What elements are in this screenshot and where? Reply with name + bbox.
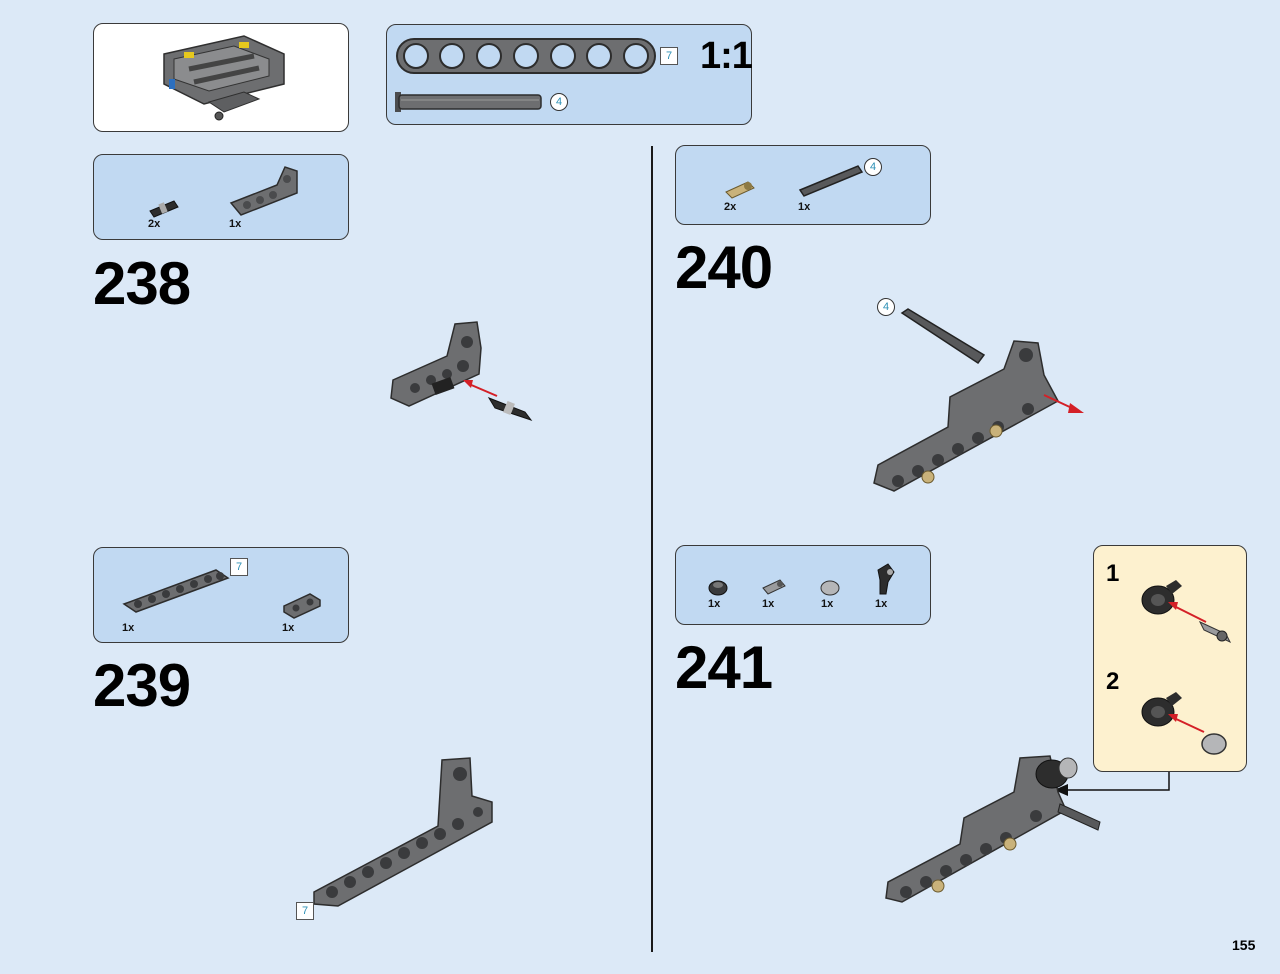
overview-model-illustration (163, 35, 285, 121)
tan-pin-part-icon (725, 181, 755, 199)
axle-pin-part-icon (762, 579, 786, 595)
step-238-number: 238 (93, 250, 191, 317)
step-239-beam-length-label: 7 (230, 558, 248, 576)
step-239-number: 239 (93, 652, 191, 719)
step-238-part-1-qty: 2x (148, 218, 161, 230)
round-connector-part-icon (708, 580, 728, 596)
pin-part-icon (149, 200, 179, 218)
substep-callout-pointer (1054, 772, 1170, 796)
step-238-assembly-illustration (390, 321, 533, 421)
bush-part-icon (820, 580, 840, 596)
step-238-part-2-qty: 1x (229, 218, 242, 230)
step-241-parts-box: 1x 1x 1x 1x (675, 545, 931, 625)
beam-scale-illustration (396, 38, 656, 74)
axle-length-label: 4 (550, 93, 568, 111)
step-239-part-1-qty: 1x (122, 622, 135, 634)
substep-1-number: 1 (1106, 560, 1120, 587)
step-239-part-2-qty: 1x (282, 622, 295, 634)
page-number: 155 (1232, 937, 1256, 953)
step-241-number: 241 (675, 634, 773, 701)
overview-thumbnail (93, 23, 349, 132)
step-241-part-3-qty: 1x (821, 598, 834, 610)
step-240-axle-length-label: 4 (864, 158, 882, 176)
axle-scale-illustration (395, 92, 542, 112)
angled-beam-part-icon (229, 166, 298, 216)
step-240-callout-length-label: 4 (877, 298, 895, 316)
page-divider (651, 146, 653, 952)
scale-label: 1:1 (700, 35, 753, 77)
step-240-assembly-illustration (873, 308, 1084, 492)
step-239-assembly-illustration (313, 757, 493, 907)
scale-reference-box: 7 1:1 4 (386, 24, 753, 125)
substep-2-illustration (1141, 692, 1227, 755)
step-240-parts-box: 2x 4 1x (675, 145, 931, 225)
angle-connector-part-icon (877, 563, 895, 595)
axle-part-icon (798, 165, 864, 197)
beam-7-part-icon (122, 569, 230, 613)
step-240-part-1-qty: 2x (724, 201, 737, 213)
step-241-assembly-illustration (885, 755, 1101, 903)
step-241-substeps-callout: 1 2 (1093, 545, 1247, 772)
short-beam-part-icon (283, 593, 321, 619)
substep-2-number: 2 (1106, 668, 1120, 695)
step-241-part-1-qty: 1x (708, 598, 721, 610)
beam-length-label: 7 (660, 47, 678, 65)
step-238-parts-box: 2x 1x (93, 154, 349, 240)
step-241-part-4-qty: 1x (875, 598, 888, 610)
substep-1-illustration (1141, 580, 1232, 644)
step-240-number: 240 (675, 234, 773, 301)
step-240-part-2-qty: 1x (798, 201, 811, 213)
step-241-part-2-qty: 1x (762, 598, 775, 610)
step-239-parts-box: 7 1x 1x (93, 547, 349, 643)
step-239-callout-length-label: 7 (296, 902, 314, 920)
